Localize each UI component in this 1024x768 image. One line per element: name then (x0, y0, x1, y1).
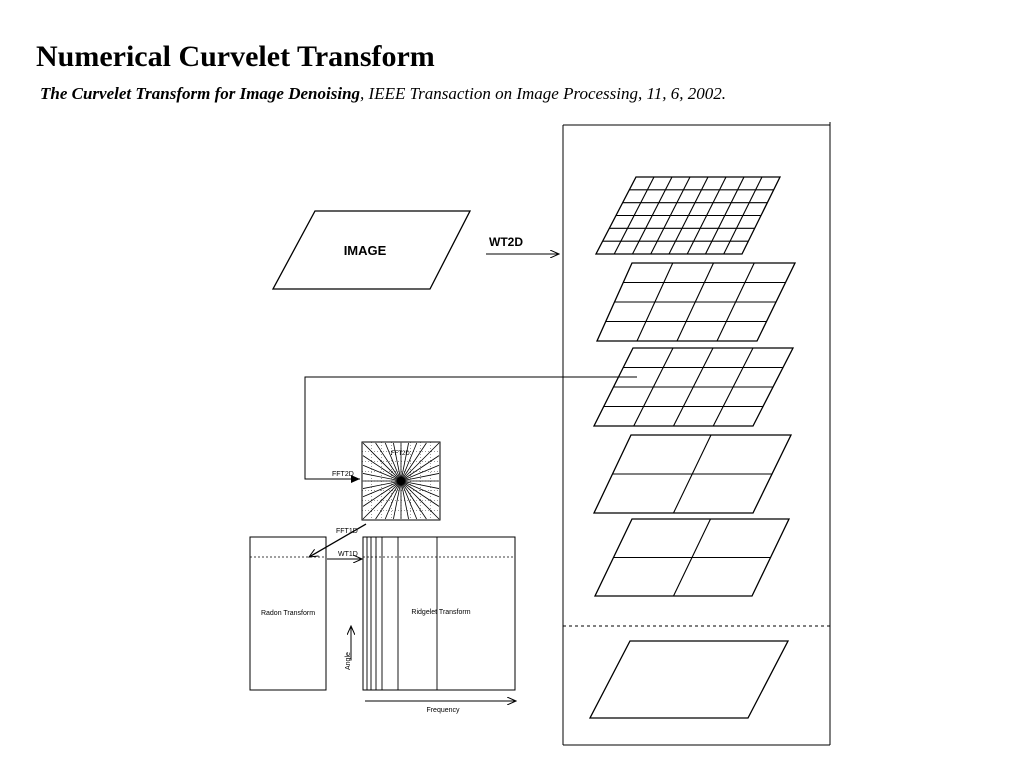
wavelet-scales-panel (562, 122, 831, 746)
scale-grid-1 (594, 176, 782, 255)
fft1d-label: FFT1D (336, 528, 358, 535)
fft2d-radial-lines (362, 442, 440, 520)
wt2d-label: WT2D (489, 235, 523, 249)
fft2d-label: FFT2D (332, 471, 354, 478)
citation-paper-title: The Curvelet Transform for Image Denoisi… (40, 84, 361, 103)
fft1d-arrow (309, 523, 367, 557)
angle-label: Angle (345, 652, 352, 670)
citation: The Curvelet Transform for Image Denoisi… (40, 84, 726, 104)
scale-grid-5 (593, 518, 791, 597)
band-to-fft2d-connector (304, 376, 637, 483)
radon-transform-box (249, 536, 327, 691)
ridgelet-label: Ridgelet Transform (411, 609, 470, 616)
scale-grids (588, 176, 797, 719)
frequency-label: Frequency (426, 707, 460, 714)
scale-grid-2 (595, 262, 797, 342)
image-parallelogram (271, 210, 472, 290)
ridgelet-band-lines (366, 537, 438, 690)
slide-title: Numerical Curvelet Transform (36, 40, 435, 73)
scale-grid-3 (592, 347, 795, 427)
scale-grid-6 (588, 640, 790, 719)
wt1d-label: WT1D (338, 551, 358, 558)
ridgelet-transform-box (362, 536, 516, 691)
scale-grid-4 (592, 434, 793, 514)
image-label: IMAGE (344, 243, 387, 258)
citation-journal: , IEEE Transaction on Image Processing, … (360, 84, 726, 103)
radon-label: Radon Transform (261, 610, 315, 617)
fft2d-inner-label: FFT2D (391, 451, 410, 457)
